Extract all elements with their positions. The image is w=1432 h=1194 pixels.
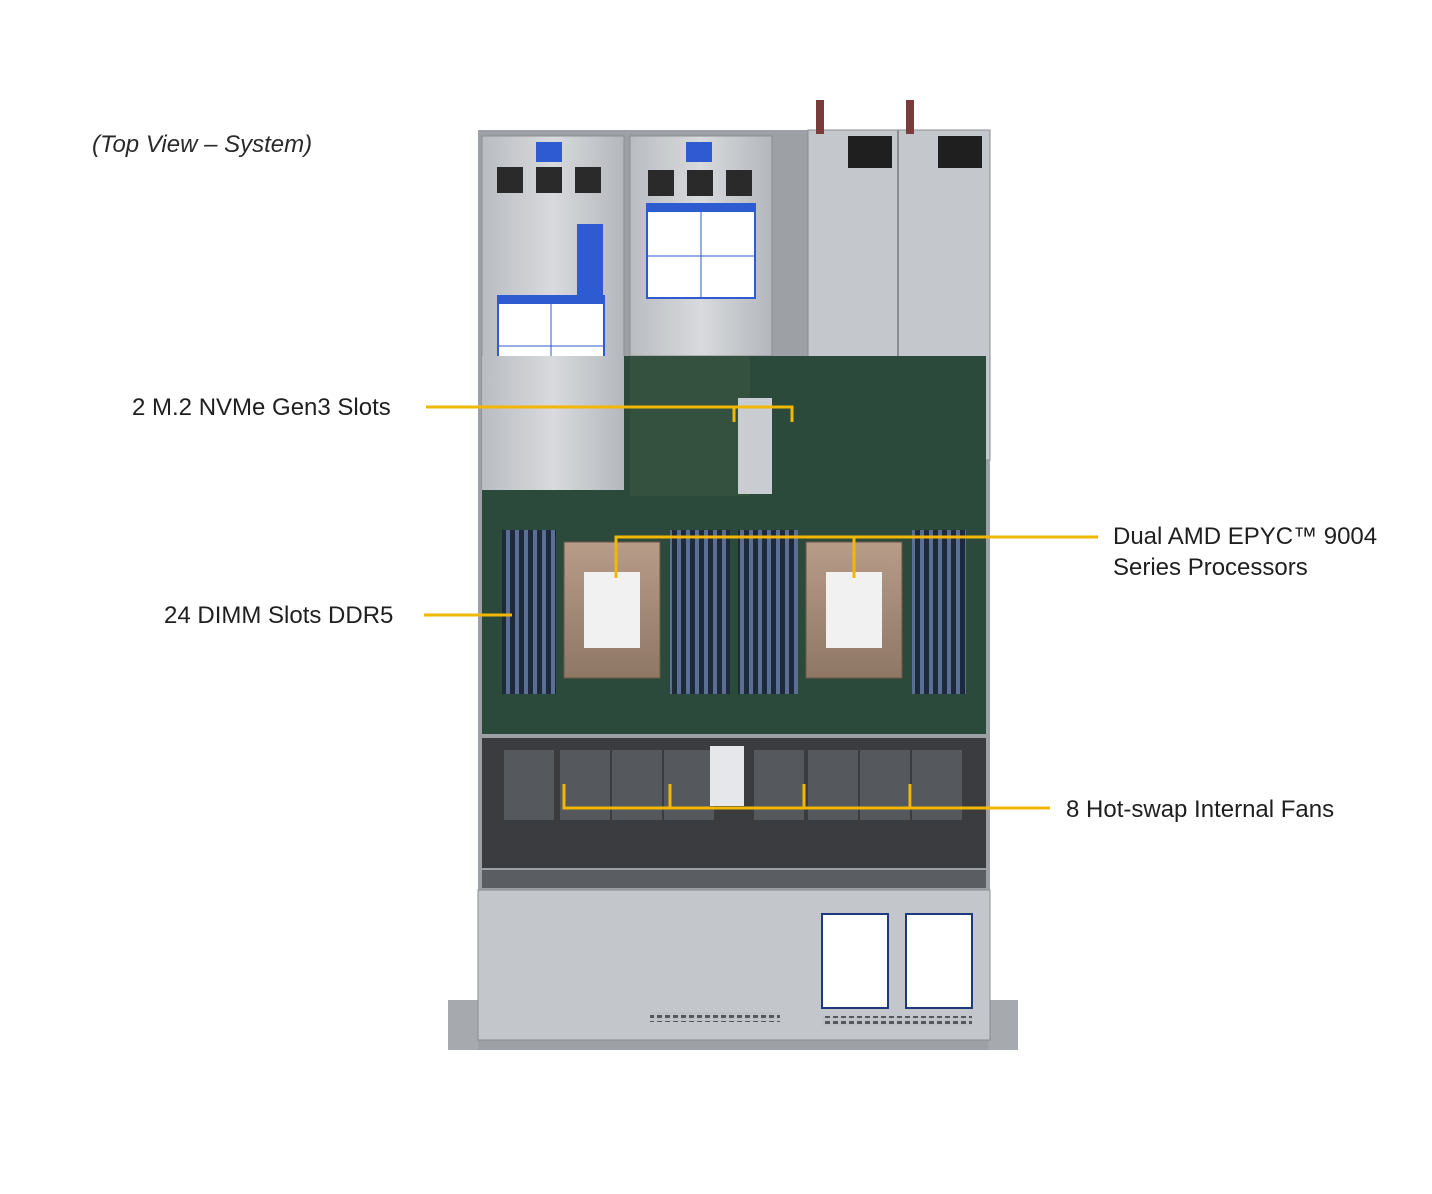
front-panel <box>477 889 991 1041</box>
callout-fans: 8 Hot-swap Internal Fans <box>1066 796 1335 823</box>
callout-dimm-slots: 24 DIMM Slots DDR5 <box>164 602 394 629</box>
diagram-caption: (Top View – System) <box>92 131 313 158</box>
leader-cpu <box>614 535 1098 578</box>
dimm-banks <box>502 530 966 694</box>
drive-backplane <box>482 870 986 888</box>
callout-processors-line1: Dual AMD EPYC™ 9004 <box>1113 523 1378 550</box>
leader-lines <box>424 405 1098 810</box>
leader-nvme <box>426 405 794 422</box>
leader-fans <box>562 784 1050 810</box>
callout-processors: Dual AMD EPYC™ 9004 Series Processors <box>1113 521 1377 583</box>
callout-nvme-slots: 2 M.2 NVMe Gen3 Slots <box>132 394 391 421</box>
riser-slot-1 <box>629 135 773 398</box>
callout-processors-line2: Series Processors <box>1113 554 1308 581</box>
